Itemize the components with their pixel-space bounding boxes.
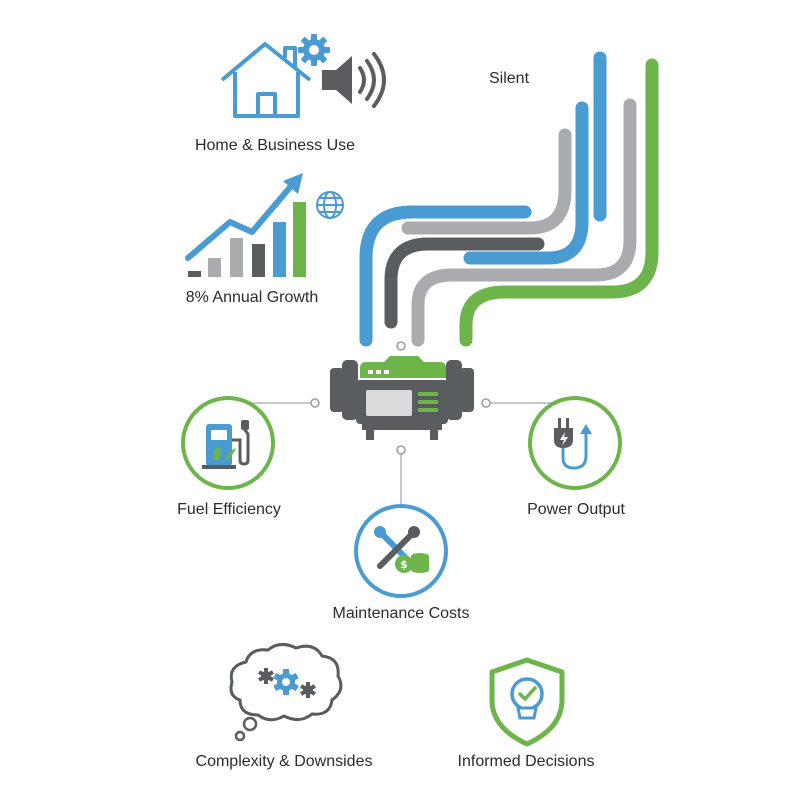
- flow-line-blue-2: [463, 101, 589, 265]
- house-icon: [220, 42, 312, 118]
- gear-icon: [298, 34, 330, 66]
- wrench-coins-icon: $: [354, 504, 448, 598]
- svg-text:$: $: [400, 558, 408, 571]
- thought-cloud-icon: [229, 643, 343, 742]
- label-informed: Informed Decisions: [457, 753, 595, 770]
- shield-bulb-icon: [489, 657, 565, 747]
- fuel-pump-icon: [181, 396, 275, 490]
- label-growth: 8% Annual Growth: [185, 289, 319, 306]
- growth-chart-icon: [185, 173, 306, 277]
- label-fuel-efficiency: Fuel Efficiency: [177, 501, 281, 518]
- power-plug-icon: [528, 396, 622, 490]
- label-complexity: Complexity & Downsides: [195, 753, 373, 770]
- connector-dots: [310, 341, 491, 455]
- label-silent: Silent: [488, 70, 530, 87]
- label-maintenance: Maintenance Costs: [332, 605, 470, 622]
- speaker-icon: [322, 52, 386, 108]
- flow-line-dark-1: [384, 237, 545, 329]
- label-power-output: Power Output: [527, 501, 625, 518]
- flow-line-gray-1: [401, 128, 572, 235]
- generator-icon: [330, 356, 474, 440]
- flow-line-blue-1: [359, 205, 532, 347]
- flow-lines: [359, 51, 659, 347]
- label-home-business: Home & Business Use: [194, 137, 356, 154]
- flow-line-green: [459, 58, 659, 347]
- globe-icon: [316, 191, 344, 219]
- flow-line-gray-2: [411, 98, 637, 347]
